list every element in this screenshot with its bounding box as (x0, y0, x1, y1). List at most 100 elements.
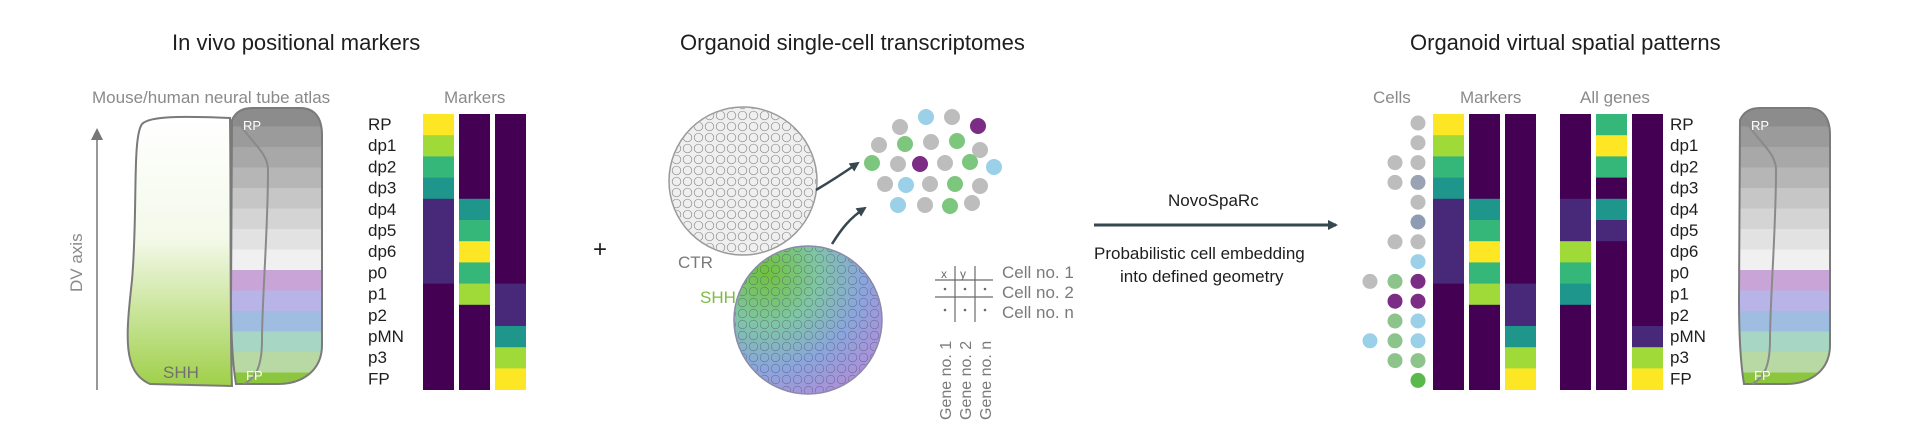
heatmap-cell (495, 283, 526, 306)
heatmap-cell (1505, 135, 1536, 157)
domain-band (231, 167, 322, 189)
table-cell-dot (963, 308, 967, 312)
domain-label-dp6: dp6 (368, 242, 396, 261)
heatmap-cell (495, 198, 526, 221)
domain-band (231, 270, 322, 292)
right-neural-tube-lumen (1743, 115, 1778, 385)
domain-label-p1: p1 (1670, 285, 1689, 304)
heatmap-cell (1433, 326, 1464, 348)
heatmap-cell (1632, 262, 1663, 284)
heatmap-cell (1560, 326, 1591, 348)
heatmap-cell (423, 283, 454, 306)
cell-dot (871, 137, 887, 153)
domain-label-fp: FP (1670, 369, 1692, 388)
virtual-cell-dot (1387, 313, 1403, 329)
heatmap-cell (495, 220, 526, 242)
heatmap-cell (423, 347, 454, 369)
virtual-cell-dot (1410, 155, 1426, 171)
heatmap-cell (1632, 347, 1663, 369)
heatmap-cell (1596, 241, 1627, 263)
heatmap-cell (1505, 262, 1536, 284)
domain-band (1739, 290, 1830, 312)
right-neural-tube-bands (1739, 108, 1830, 384)
heatmap-cell (1560, 262, 1591, 284)
cell-row-1: Cell no. 1 (1002, 263, 1074, 282)
domain-band (1739, 270, 1830, 292)
domain-band (231, 147, 322, 169)
cell-dot (918, 109, 934, 125)
heatmap-cell (1596, 368, 1627, 390)
domain-label-dp4: dp4 (1670, 200, 1698, 219)
dissociated-cells-cluster (864, 109, 1002, 214)
heatmap-cell (1469, 241, 1500, 263)
cell-dot (864, 155, 880, 171)
domain-label-dp2: dp2 (1670, 157, 1698, 176)
heatmap-cell (495, 262, 526, 284)
heatmap-cell (1469, 135, 1500, 157)
shh-label-tube: SHH (163, 363, 199, 382)
plus-sign: + (593, 236, 607, 263)
heatmap-cell (423, 114, 454, 136)
heatmap-cell (1505, 114, 1536, 136)
table-header-x: x (941, 267, 947, 281)
heatmap-cell (1469, 283, 1500, 306)
domain-label-p2: p2 (368, 306, 387, 325)
heatmap-cell (423, 262, 454, 284)
heatmap-cell (423, 177, 454, 200)
virtual-cell-dot (1387, 353, 1403, 369)
right-panel-title: Organoid virtual spatial patterns (1410, 30, 1721, 55)
virtual-cell-dot (1362, 333, 1378, 349)
heatmap-cell (423, 304, 454, 327)
heatmap-cell (1433, 135, 1464, 157)
domain-band (231, 188, 322, 210)
heatmap-cell (1433, 241, 1464, 263)
domain-label-dp1: dp1 (1670, 136, 1698, 155)
ctr-organoid-cells (670, 108, 816, 254)
heatmap-cell (1596, 326, 1627, 348)
table-cell-dot (943, 308, 947, 312)
gene-col-2: Gene no. 2 (958, 341, 975, 420)
heatmap-cell (1560, 347, 1591, 369)
heatmap-cell (459, 326, 490, 348)
heatmap-cell (1560, 241, 1591, 263)
right-neural-tube-outline (1737, 107, 1831, 385)
heatmap-cell (459, 304, 490, 327)
heatmap-cell (459, 220, 490, 242)
heatmap-cell (1505, 304, 1536, 327)
heatmap-cell (1560, 198, 1591, 221)
heatmap-cell (1596, 114, 1627, 136)
heatmap-cell (423, 156, 454, 178)
heatmap-cell (423, 326, 454, 348)
virtual-cell-dot (1387, 234, 1403, 250)
neural-tube-left-half (126, 115, 234, 388)
cell-dot (890, 156, 906, 172)
heatmap-cell (423, 241, 454, 263)
domain-label-rp: RP (368, 115, 392, 134)
heatmap-cell (1469, 347, 1500, 369)
domain-label-dp1: dp1 (368, 136, 396, 155)
domain-band (1739, 331, 1830, 353)
gene-col-n: Gene no. n (978, 341, 995, 420)
heatmap-cell (459, 198, 490, 221)
method-description-1: Probabilistic cell embedding (1094, 244, 1305, 263)
cell-dot (947, 176, 963, 192)
table-cell-dot (983, 287, 987, 291)
domain-label-p0: p0 (1670, 263, 1689, 282)
heatmap-cell (1560, 114, 1591, 136)
virtual-cell-dot (1410, 372, 1426, 388)
heatmap-cell (1596, 283, 1627, 306)
domain-band (231, 208, 322, 230)
heatmap-cell (1433, 262, 1464, 284)
heatmap-cell (495, 114, 526, 136)
heatmap-cell (495, 368, 526, 390)
fp-label-right: FP (1754, 368, 1771, 383)
virtual-cell-dot (1387, 174, 1403, 190)
heatmap-cell (495, 177, 526, 200)
virtual-cell-dot (1387, 293, 1403, 309)
heatmap-cell (495, 347, 526, 369)
heatmap-cell (1596, 220, 1627, 242)
heatmap-cell (459, 177, 490, 200)
heatmap-cell (1505, 241, 1536, 263)
domain-band (231, 126, 322, 148)
